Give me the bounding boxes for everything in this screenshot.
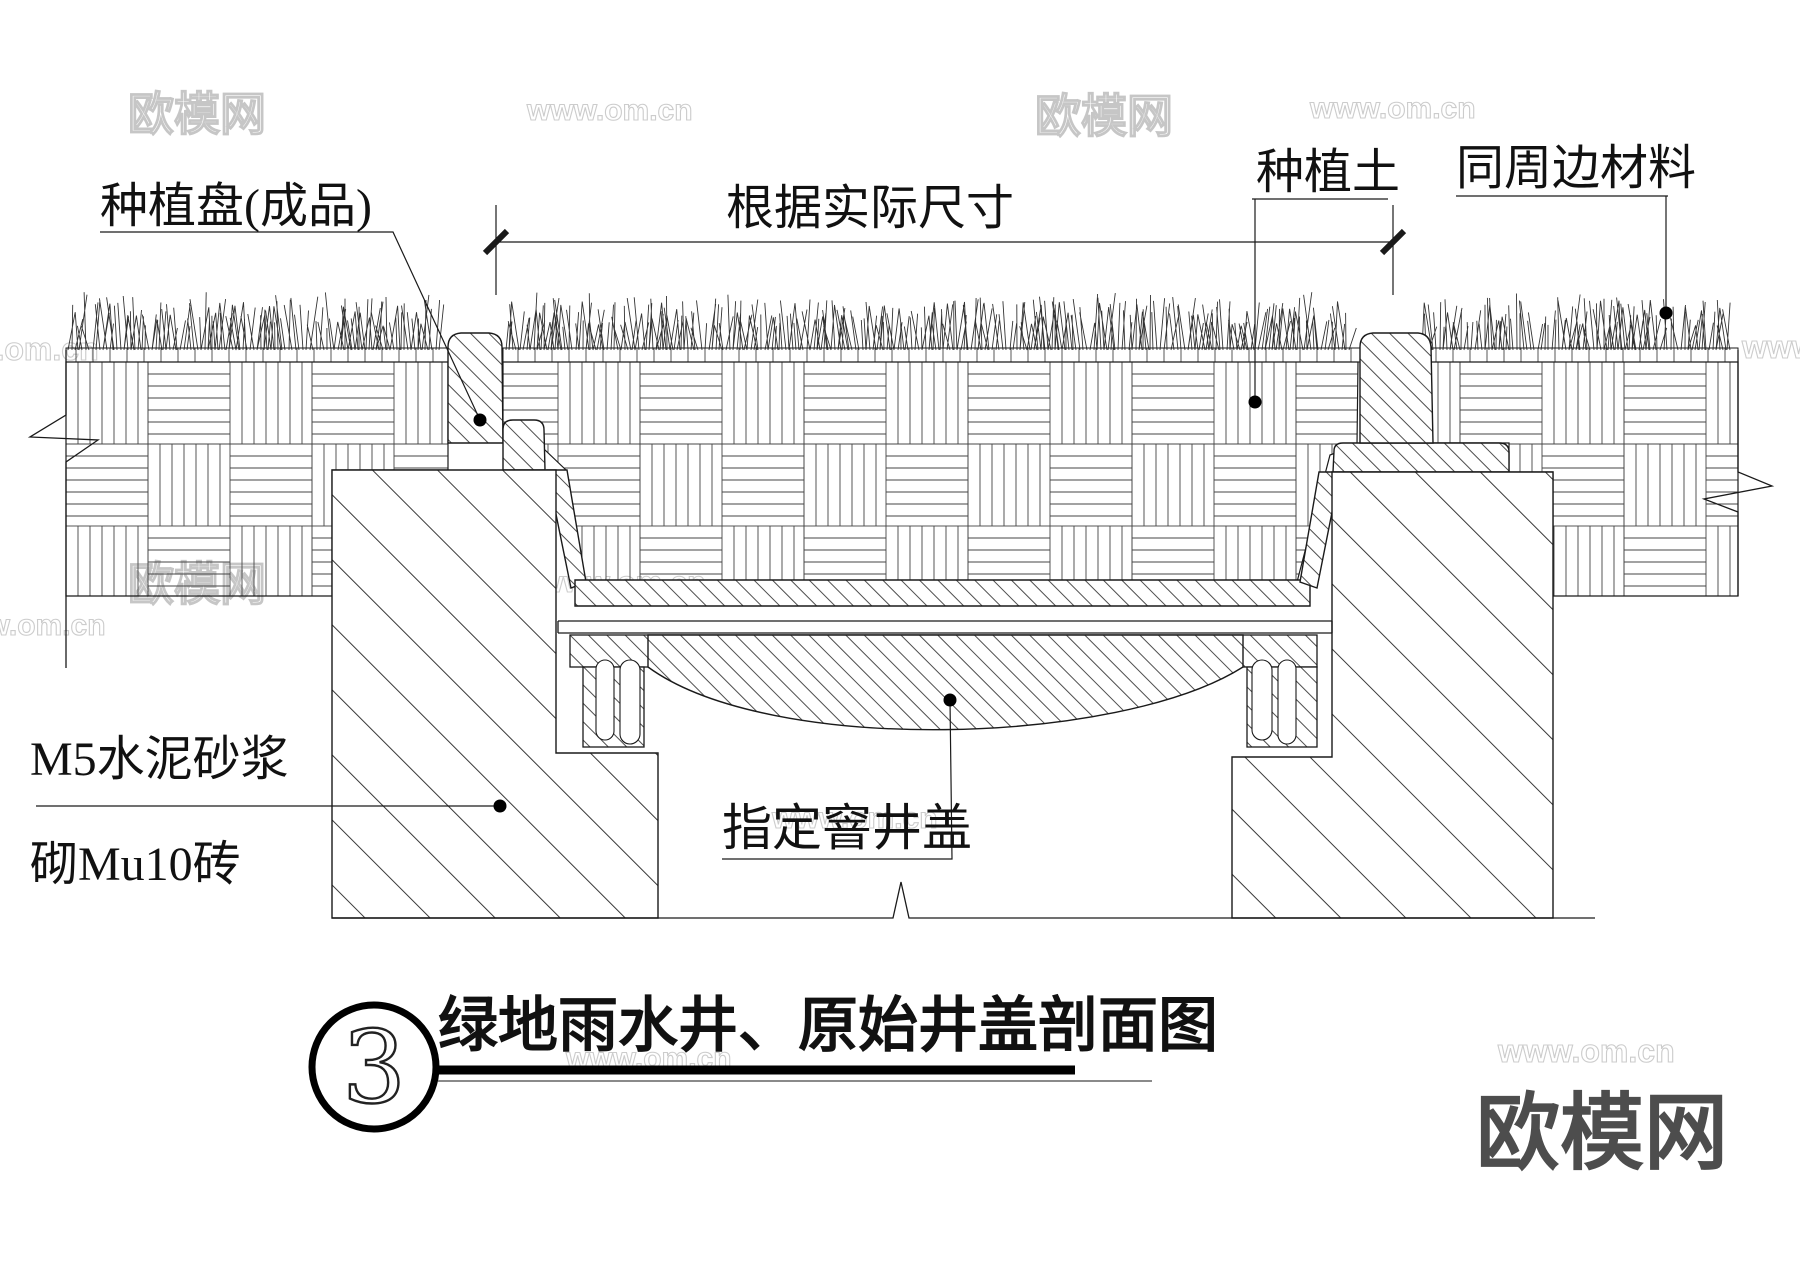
frame-slot (595, 659, 615, 741)
title-block: 3 绿地雨水井、原始井盖剖面图 (308, 993, 1218, 1133)
planting-tray (447, 332, 1510, 607)
grass-tufts (1421, 293, 1731, 351)
watermark-text: 欧模网 (1035, 90, 1173, 142)
frame-slot (1251, 659, 1273, 741)
watermark-text: www.om.cn (1741, 329, 1800, 365)
watermark-text: www.om.cn (771, 802, 938, 835)
tray-right-lip (1359, 332, 1434, 444)
dim-tick (1379, 228, 1407, 256)
leader-dot (943, 693, 957, 707)
leader-planting-tray (100, 231, 481, 421)
label-dimension: 根据实际尺寸 (726, 182, 1014, 235)
watermark-text: 欧模网 (128, 88, 266, 140)
manhole-cover (647, 634, 1244, 731)
label-planting-soil: 种植土 (1256, 146, 1400, 199)
label-mortar-line1: M5水泥砂浆 (30, 733, 289, 786)
leader-cover (722, 699, 953, 860)
frame-slot (1277, 659, 1297, 745)
tray-bottom-plate (574, 579, 1311, 607)
right-break-symbol (1701, 350, 1775, 596)
paving-basketweave (65, 361, 1739, 597)
watermark-text: 欧模网 (1476, 1086, 1728, 1180)
watermark-text: www.om.cn (1309, 92, 1476, 125)
label-manhole-cover: 指定窨井盖 (722, 800, 972, 856)
left-break-symbol (27, 350, 100, 668)
dim-tick (482, 228, 510, 256)
leader-dot (1248, 395, 1262, 409)
detail-number: 3 (342, 1009, 406, 1126)
leader-dot (473, 413, 487, 427)
planting-soil-fill (502, 361, 1359, 583)
tray-left-lip (447, 332, 504, 444)
grass-tufts (505, 292, 1357, 351)
grass-tufts (67, 292, 445, 351)
frame-slot (619, 659, 641, 745)
tray-right-flange (1332, 442, 1510, 473)
watermark-text: www.om.cn (0, 609, 106, 642)
leader-dot (493, 799, 507, 813)
annotation-layer (36, 195, 1673, 860)
surface-tick-band (65, 347, 1739, 363)
dimension-line (482, 205, 1407, 295)
watermark-text: www.om.cn (526, 94, 693, 127)
tray-left-foot (502, 419, 546, 471)
label-planting-tray: 种植盘(成品) (100, 180, 372, 233)
label-layer: 种植盘(成品) 根据实际尺寸 种植土 同周边材料 M5水泥砂浆 砌Mu10砖 指… (30, 142, 1696, 891)
break-lines (27, 350, 1775, 919)
drawing-title: 绿地雨水井、原始井盖剖面图 (438, 993, 1218, 1059)
bottom-ground-line (332, 881, 1595, 919)
label-mortar-line2: 砌Mu10砖 (30, 838, 241, 891)
detail-number-bubble (308, 1001, 440, 1133)
leader-dot (1659, 306, 1673, 320)
label-surrounding-material: 同周边材料 (1456, 142, 1696, 195)
watermark-text: www.om.cn (1497, 1033, 1675, 1069)
grass-hatch (67, 292, 1731, 351)
